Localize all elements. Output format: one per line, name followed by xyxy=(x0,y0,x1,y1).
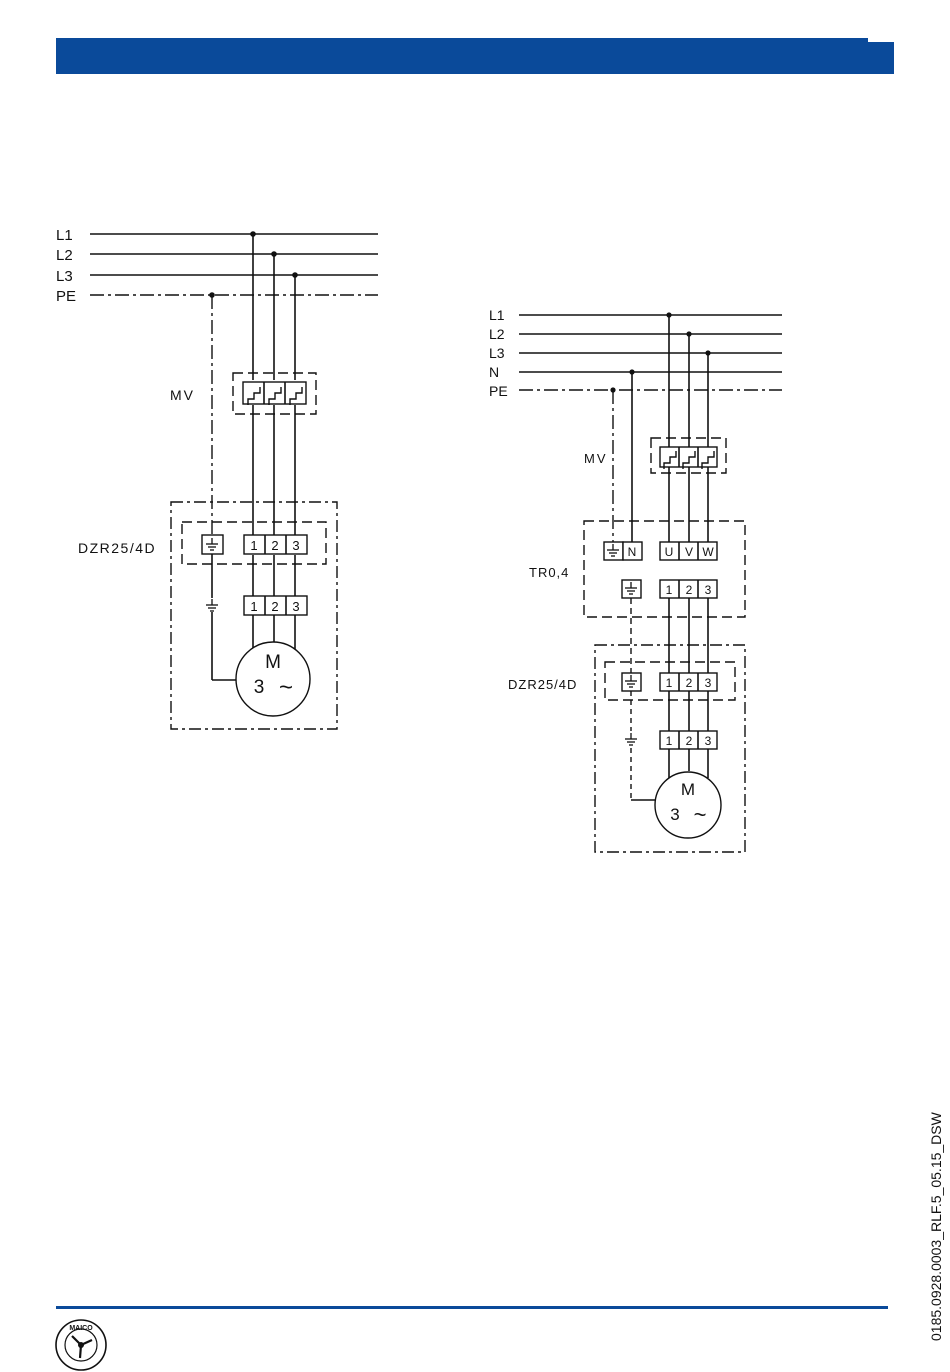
right-diagram: L1 L2 L3 N PE MV xyxy=(489,307,782,852)
left-terminal-strip-top: 1 2 3 xyxy=(244,535,307,554)
ground-icon xyxy=(625,733,637,745)
right-tr-enclosure xyxy=(584,521,745,617)
left-term-bottom-2: 2 xyxy=(271,599,278,614)
left-label-l1: L1 xyxy=(56,227,73,244)
right-motor-symbol: ~ xyxy=(694,802,707,827)
left-label-l3: L3 xyxy=(56,268,73,285)
right-dzr-top-3: 3 xyxy=(705,676,712,690)
left-term-bottom-3: 3 xyxy=(292,599,299,614)
right-tr-term-v: V xyxy=(685,545,693,559)
right-motor-letter: M xyxy=(681,780,695,799)
left-terminal-strip-bottom: 1 2 3 xyxy=(244,596,307,615)
left-term-top-1: 1 xyxy=(250,538,257,553)
right-dzr-bottom-1: 1 xyxy=(666,734,673,748)
ground-icon xyxy=(206,599,218,611)
right-label-n: N xyxy=(489,364,499,380)
left-label-l2: L2 xyxy=(56,247,73,264)
right-label-l3: L3 xyxy=(489,345,505,361)
right-tr-term-n: N xyxy=(628,545,637,559)
left-motor-phase: 3 xyxy=(254,677,265,698)
right-dzr-bottom-3: 3 xyxy=(705,734,712,748)
maico-logo: MAICO xyxy=(54,1318,108,1372)
right-tr-term-w: W xyxy=(702,545,714,559)
document-code: 0185.0928.0003_RLF.5_05.15_DSW xyxy=(928,1112,944,1341)
right-label-l1: L1 xyxy=(489,307,505,323)
right-label-l2: L2 xyxy=(489,326,505,342)
right-tr-label: TR0,4 xyxy=(529,565,569,580)
left-label-pe: PE xyxy=(56,288,76,305)
wiring-diagrams: L1 L2 L3 PE MV xyxy=(0,0,950,1300)
right-dzr-bottom-2: 2 xyxy=(686,734,693,748)
right-tr-term-u: U xyxy=(665,545,674,559)
right-dzr-top-2: 2 xyxy=(686,676,693,690)
left-term-top-3: 3 xyxy=(292,538,299,553)
left-motor-symbol: ~ xyxy=(279,674,293,701)
right-tr-bottom-1: 1 xyxy=(666,583,673,597)
right-dzr-top-1: 1 xyxy=(666,676,673,690)
right-label-pe: PE xyxy=(489,383,508,399)
right-device-label: DZR25/4D xyxy=(508,677,577,692)
footer-rule xyxy=(56,1306,888,1309)
left-device-label: DZR25/4D xyxy=(78,540,156,556)
right-tr-bottom-2: 2 xyxy=(686,583,693,597)
left-motor-letter: M xyxy=(265,652,281,673)
left-term-bottom-1: 1 xyxy=(250,599,257,614)
left-mv-label: MV xyxy=(170,387,195,403)
right-motor-phase: 3 xyxy=(670,805,679,824)
right-tr-bottom-3: 3 xyxy=(705,583,712,597)
svg-text:MAICO: MAICO xyxy=(69,1325,93,1332)
left-diagram: L1 L2 L3 PE MV xyxy=(56,227,378,729)
left-term-top-2: 2 xyxy=(271,538,278,553)
right-mv-label: MV xyxy=(584,451,608,466)
